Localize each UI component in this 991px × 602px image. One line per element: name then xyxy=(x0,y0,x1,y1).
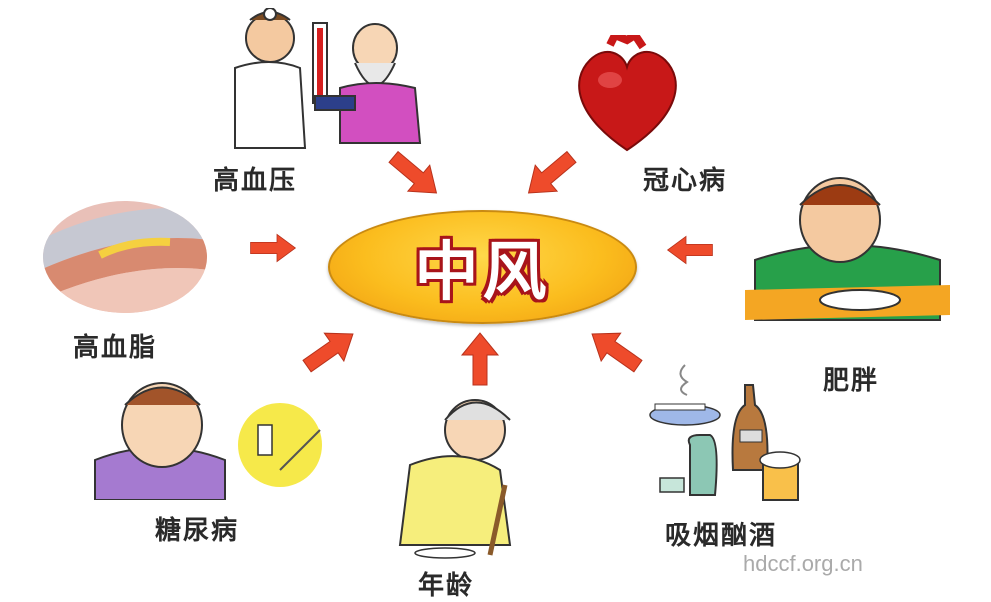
arrow-icon-from-smoking-drinking xyxy=(591,332,643,373)
label-hyperlipidemia: 高血脂 xyxy=(73,333,158,363)
doctor-blood-pressure-illustration xyxy=(234,8,422,149)
label-obesity: 肥胖 xyxy=(823,366,880,396)
center-label: 中风 xyxy=(414,236,551,310)
arrow-icon-from-hypertension xyxy=(388,150,438,194)
stroke-center-node: 中风 xyxy=(328,210,637,324)
artery-illustration xyxy=(43,201,207,313)
label-age: 年龄 xyxy=(418,571,475,601)
label-diabetes: 糖尿病 xyxy=(155,516,240,546)
arrow-icon-from-age xyxy=(460,332,500,386)
label-coronary: 冠心病 xyxy=(643,166,728,196)
heart-illustration xyxy=(578,35,677,152)
label-hypertension: 高血压 xyxy=(213,166,298,196)
watermark: hdccf.org.cn xyxy=(743,551,863,576)
child-diabetes-illustration xyxy=(94,382,322,500)
arrow-icon-from-diabetes xyxy=(302,332,354,373)
obese-man-illustration xyxy=(745,177,950,321)
arrow-icon-from-obesity xyxy=(666,235,713,265)
elderly-woman-illustration xyxy=(398,399,512,559)
label-smoking-drinking: 吸烟酗酒 xyxy=(665,521,778,551)
arrow-icon-from-hyperlipidemia xyxy=(250,233,297,263)
smoking-drinking-illustration xyxy=(649,364,801,501)
arrow-icon-from-coronary xyxy=(527,150,577,194)
